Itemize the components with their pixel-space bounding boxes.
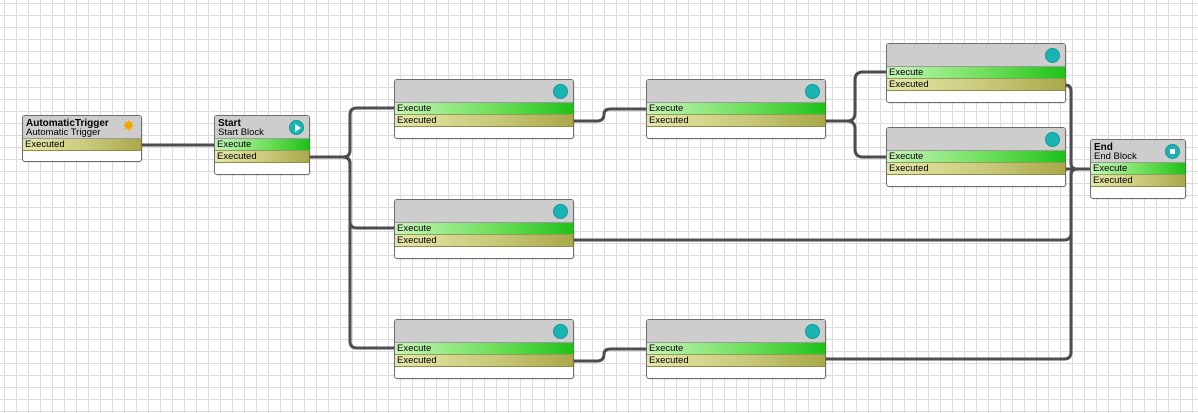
executed-output-port[interactable]: Executed: [395, 355, 573, 367]
node-subtitle: End Block: [1094, 151, 1137, 162]
status-indicator-icon: [805, 84, 820, 99]
status-indicator-icon: [805, 324, 820, 339]
executed-output-port[interactable]: Executed: [647, 115, 825, 127]
automatic-trigger-node[interactable]: AutomaticTrigger Automatic Trigger ✸ Exe…: [22, 115, 142, 162]
node-header: AutomaticTrigger Automatic Trigger ✸: [23, 116, 141, 139]
executed-output-port[interactable]: Executed: [395, 115, 573, 127]
node-header: [395, 320, 573, 343]
status-indicator-icon: [553, 84, 568, 99]
block-node-2[interactable]: Execute Executed: [646, 79, 826, 139]
node-subtitle: Start Block: [218, 127, 264, 138]
burst-icon: ✸: [122, 118, 135, 135]
node-subtitle: Automatic Trigger: [26, 127, 101, 138]
executed-output-port[interactable]: Executed: [887, 79, 1065, 91]
node-header: End End Block: [1091, 140, 1185, 163]
status-indicator-icon: [1045, 48, 1060, 63]
node-title: AutomaticTrigger: [26, 118, 109, 129]
wire-start-to-block-1[interactable]: [307, 106, 397, 159]
wire-block-4-to-end[interactable]: [1063, 83, 1093, 171]
execute-input-port[interactable]: Execute: [887, 67, 1065, 79]
wire-start-to-block-6[interactable]: [307, 155, 397, 350]
wire-start-to-block-3[interactable]: [307, 155, 397, 230]
block-node-3[interactable]: Execute Executed: [394, 199, 574, 259]
start-node[interactable]: Start Start Block Execute Executed: [214, 115, 310, 175]
wire-block-2-to-block-4[interactable]: [823, 70, 889, 123]
status-indicator-icon: [553, 324, 568, 339]
status-indicator-icon: [553, 204, 568, 219]
executed-output-port[interactable]: Executed: [23, 139, 141, 151]
node-header: [887, 44, 1065, 67]
play-icon: [289, 120, 304, 135]
wire-block-2-to-block-5[interactable]: [823, 119, 889, 159]
stop-icon: [1165, 144, 1180, 159]
node-header: [395, 80, 573, 103]
end-node[interactable]: End End Block Execute Executed: [1090, 139, 1186, 199]
wire-block-1-to-block-2[interactable]: [571, 107, 649, 123]
execute-input-port[interactable]: Execute: [395, 343, 573, 355]
executed-output-port[interactable]: Executed: [887, 163, 1065, 175]
execute-input-port[interactable]: Execute: [215, 139, 309, 151]
execute-input-port[interactable]: Execute: [395, 103, 573, 115]
execute-input-port[interactable]: Execute: [647, 343, 825, 355]
executed-output-port[interactable]: Executed: [215, 151, 309, 163]
wire-block-7-to-end[interactable]: [823, 167, 1093, 361]
block-node-1[interactable]: Execute Executed: [394, 79, 574, 139]
node-header: [647, 80, 825, 103]
executed-output-port[interactable]: Executed: [1091, 175, 1185, 187]
block-node-6[interactable]: Execute Executed: [394, 319, 574, 379]
wire-block-6-to-block-7[interactable]: [571, 347, 649, 363]
execute-input-port[interactable]: Execute: [647, 103, 825, 115]
execute-input-port[interactable]: Execute: [887, 151, 1065, 163]
execute-input-port[interactable]: Execute: [395, 223, 573, 235]
node-header: [887, 128, 1065, 151]
executed-output-port[interactable]: Executed: [647, 355, 825, 367]
executed-output-port[interactable]: Executed: [395, 235, 573, 247]
block-node-5[interactable]: Execute Executed: [886, 127, 1066, 187]
node-header: [647, 320, 825, 343]
block-node-7[interactable]: Execute Executed: [646, 319, 826, 379]
node-header: Start Start Block: [215, 116, 309, 139]
block-node-4[interactable]: Execute Executed: [886, 43, 1066, 103]
node-header: [395, 200, 573, 223]
node-title: End: [1094, 142, 1113, 153]
execute-input-port[interactable]: Execute: [1091, 163, 1185, 175]
node-title: Start: [218, 118, 241, 129]
status-indicator-icon: [1045, 132, 1060, 147]
